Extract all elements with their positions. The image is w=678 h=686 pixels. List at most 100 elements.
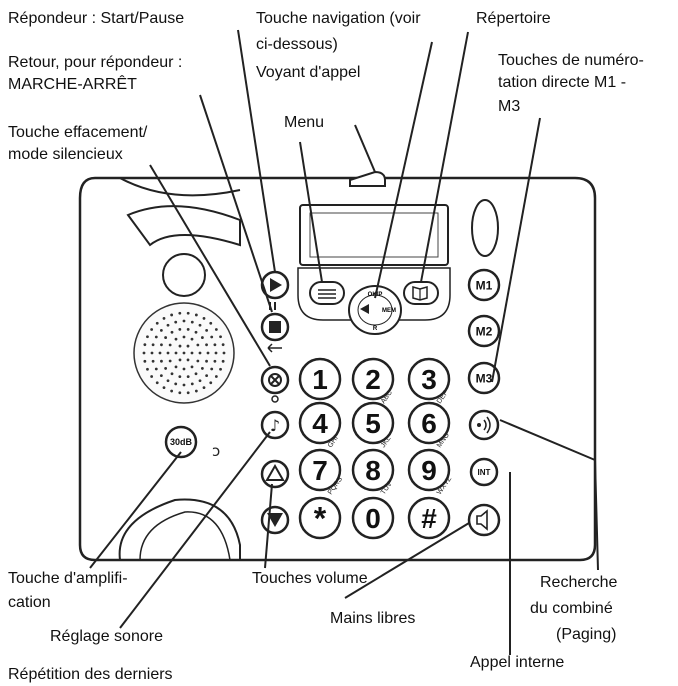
grille-dot: [178, 358, 182, 362]
grille-dot: [221, 343, 225, 347]
grille-dot: [143, 343, 147, 347]
dial-key-5-circle: [351, 401, 395, 445]
label-navigation-line1: Touche navigation (voir: [256, 10, 421, 27]
call-indicator-light: [349, 170, 386, 187]
dial-key-7-circle: [298, 448, 342, 492]
label-touches-volume: Touches volume: [252, 570, 368, 587]
dial-key-3-label: 3: [421, 364, 437, 395]
dial-key-2-circle: [351, 357, 395, 401]
label-menu: Menu: [284, 114, 325, 131]
dial-key-9-label: 9: [421, 455, 437, 486]
handsfree-key[interactable]: [467, 503, 501, 537]
grille-dot: [154, 335, 158, 339]
grille-dot: [166, 379, 170, 383]
grille-dot: [166, 323, 170, 327]
label-amplification-line1: Touche d'amplifi-: [8, 570, 128, 587]
dial-key-0[interactable]: 0: [351, 496, 395, 540]
grille-dot: [168, 359, 172, 363]
label-retour-line2: MARCHE-ARRÊT: [8, 76, 137, 93]
grille-dot: [186, 391, 190, 395]
grille-dot: [219, 367, 222, 371]
grille-dot: [178, 344, 182, 348]
memory-key-m2-circle: [467, 314, 501, 348]
grille-dot: [205, 359, 208, 363]
memory-key-m2[interactable]: M2: [467, 314, 501, 348]
dial-key-2-label: 2: [365, 364, 381, 395]
dial-key-7-label: 7: [312, 455, 328, 486]
grille-dot: [194, 389, 198, 393]
dial-key-0-label: 0: [365, 503, 381, 534]
grille-dot: [151, 343, 155, 347]
dial-key-hash[interactable]: #: [407, 496, 451, 540]
memory-key-m3[interactable]: M3: [467, 361, 501, 395]
grille-dot: [205, 374, 209, 378]
grille-dot: [174, 320, 178, 324]
label-repetition: Répétition des derniers: [8, 666, 173, 683]
dial-key-1-circle: [298, 357, 342, 401]
grille-dot: [198, 323, 202, 327]
dial-key-4-label: 4: [312, 408, 328, 439]
amplification-key[interactable]: 30dB: [164, 425, 198, 459]
grille-dot: [170, 313, 174, 317]
grille-dot: [190, 337, 194, 341]
memory-key-m1[interactable]: M1: [467, 268, 501, 302]
grille-dot: [159, 328, 163, 332]
label-numerotation-line2: tation directe M1 -: [498, 74, 627, 91]
grille-dot: [182, 335, 186, 339]
grille-dot: [146, 367, 149, 371]
navigation-key: [348, 285, 402, 335]
grille-dot: [214, 375, 218, 378]
label-amplification-line2: cation: [8, 594, 51, 611]
grille-dot: [210, 335, 214, 339]
intercom-key[interactable]: INT: [469, 457, 499, 487]
handset-cradle-upper: [126, 205, 241, 247]
label-recherche-line2: du combiné: [530, 600, 613, 617]
grille-dot: [200, 336, 204, 339]
amplification-key-label: 30dB: [170, 437, 193, 447]
grille-dot: [174, 365, 178, 369]
paging-key[interactable]: [468, 409, 500, 441]
dial-key-8-label: 8: [365, 455, 381, 486]
label-mains-libres: Mains libres: [330, 610, 416, 627]
grille-dot: [190, 351, 194, 355]
nav-panel: [297, 267, 451, 321]
grille-dot: [182, 319, 186, 323]
memory-key-m3-circle: [467, 361, 501, 395]
nav-mem-label: MEM: [382, 308, 396, 314]
dial-key-hash-circle: [407, 496, 451, 540]
grille-dot: [194, 372, 198, 376]
grille-dot: [178, 311, 182, 315]
grille-dot: [164, 336, 168, 339]
grille-dot: [174, 382, 178, 386]
label-reglage-sonore: Réglage sonore: [50, 628, 163, 645]
label-retour-line1: Retour, pour répondeur :: [8, 54, 183, 71]
grille-dot: [198, 379, 202, 383]
grille-dot: [222, 351, 226, 355]
grille-dot: [155, 381, 159, 385]
grille-dot: [206, 351, 210, 355]
handset-hook: [162, 253, 206, 297]
grille-dot: [190, 382, 194, 386]
grille-dot: [200, 367, 204, 370]
grille-dot: [150, 351, 154, 355]
dial-key-star[interactable]: *: [298, 496, 342, 540]
grille-dot: [162, 386, 166, 390]
grille-dot: [221, 359, 225, 363]
memory-key-m1-circle: [467, 268, 501, 302]
grille-dot: [178, 391, 182, 395]
grille-dot: [178, 375, 182, 379]
dial-key-1[interactable]: 1: [298, 357, 342, 401]
nav-r-label: R: [373, 326, 378, 332]
grille-dot: [170, 372, 174, 376]
dial-key-9-circle: [407, 448, 451, 492]
